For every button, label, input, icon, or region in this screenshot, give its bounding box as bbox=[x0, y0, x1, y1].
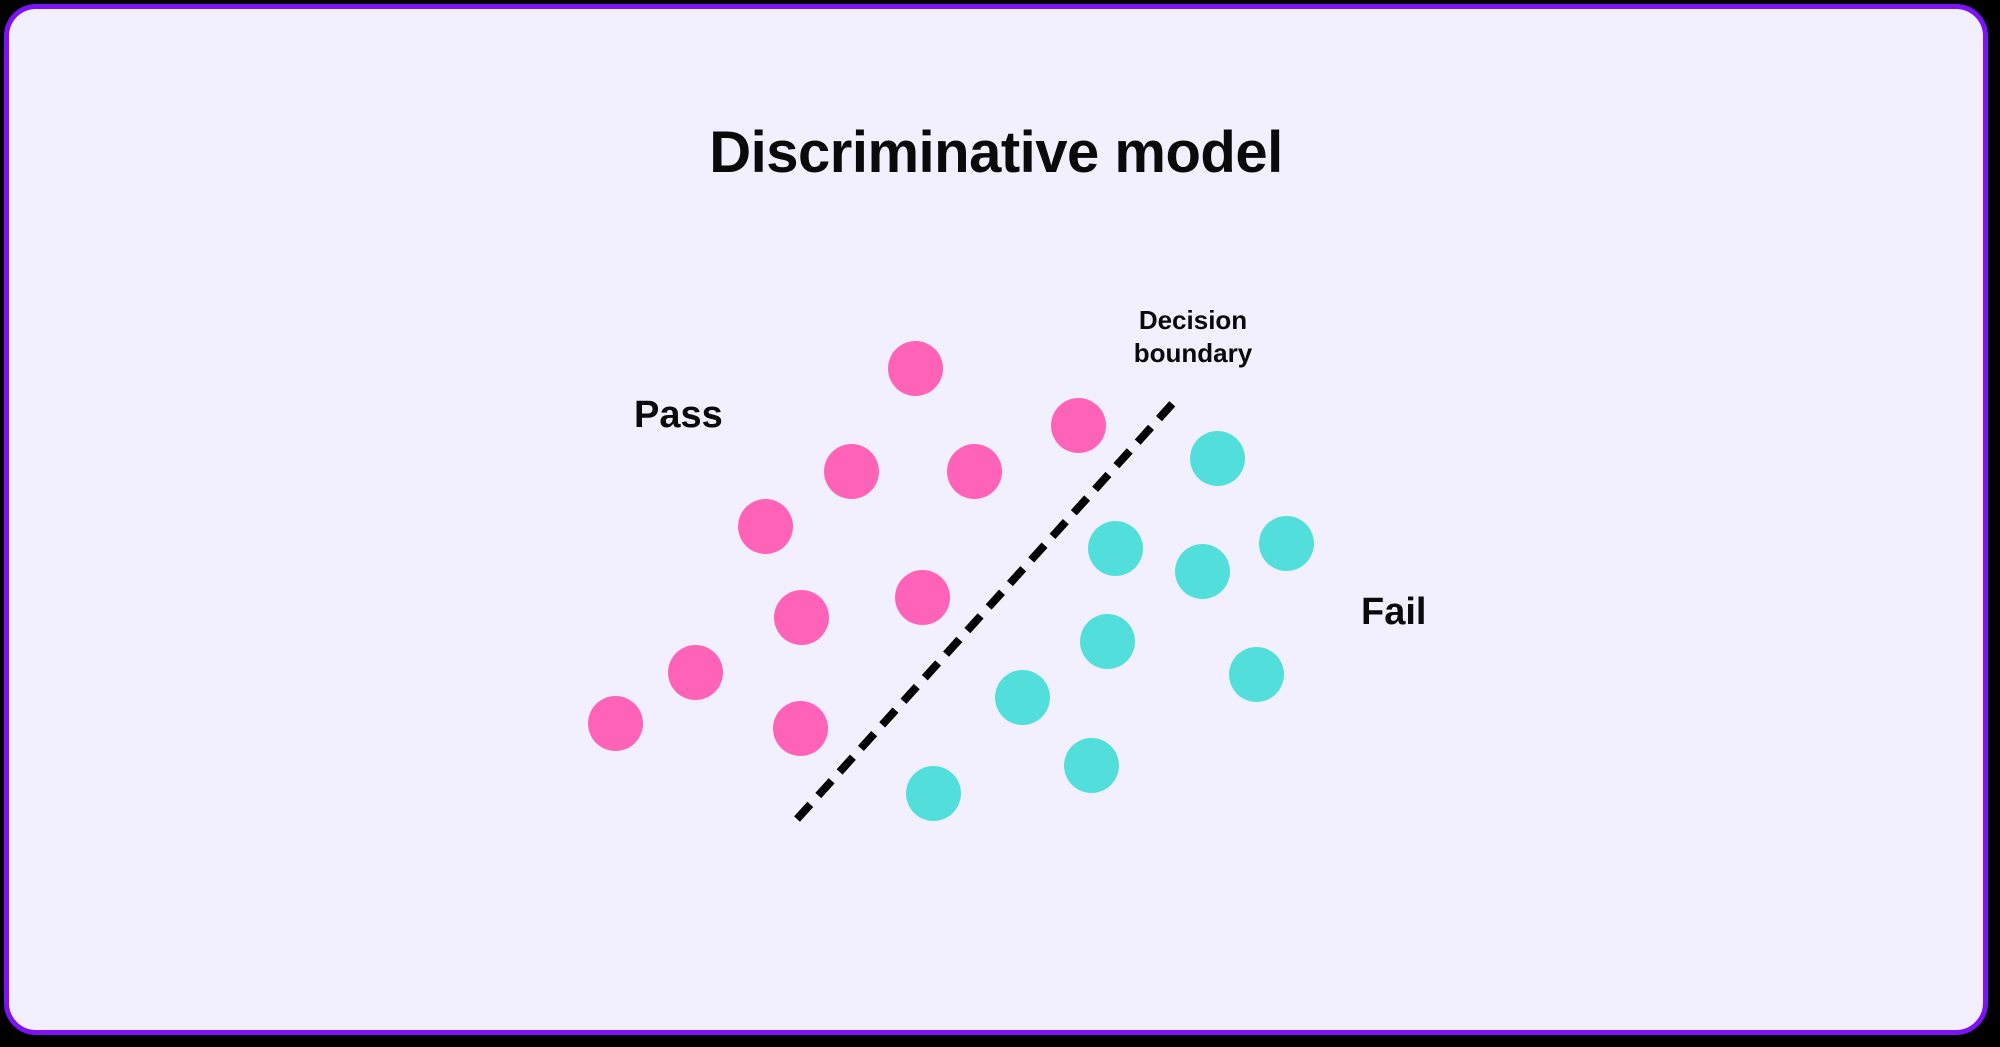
data-point-pass bbox=[887, 340, 943, 396]
data-point-fail bbox=[905, 765, 961, 821]
data-point-fail bbox=[1079, 613, 1135, 669]
class-label-pass: Pass bbox=[634, 394, 723, 436]
data-point-pass bbox=[773, 589, 829, 645]
page-title: Discriminative model bbox=[709, 120, 1283, 185]
data-point-fail bbox=[994, 669, 1050, 725]
data-point-fail bbox=[1258, 515, 1314, 571]
plot-area: Discriminative model Pass Fail Decision … bbox=[9, 9, 1983, 1030]
data-point-pass bbox=[894, 569, 950, 625]
data-point-pass bbox=[823, 443, 879, 499]
data-point-fail bbox=[1228, 646, 1284, 702]
data-point-pass bbox=[946, 443, 1002, 499]
class-label-fail: Fail bbox=[1361, 591, 1427, 633]
decision-boundary-label: Decision boundary bbox=[1073, 304, 1313, 371]
data-point-fail bbox=[1174, 543, 1230, 599]
figure-frame: Discriminative model Pass Fail Decision … bbox=[4, 4, 1988, 1035]
data-point-fail bbox=[1063, 737, 1119, 793]
data-point-fail bbox=[1087, 520, 1143, 576]
decision-boundary-label-line1: Decision bbox=[1138, 305, 1248, 335]
data-point-pass bbox=[737, 498, 793, 554]
data-point-fail bbox=[1189, 430, 1245, 486]
decision-boundary-label-line2: boundary bbox=[1133, 338, 1253, 369]
data-point-pass bbox=[1050, 397, 1106, 453]
data-point-pass bbox=[587, 695, 643, 751]
data-point-pass bbox=[667, 644, 723, 700]
data-point-pass bbox=[772, 700, 828, 756]
